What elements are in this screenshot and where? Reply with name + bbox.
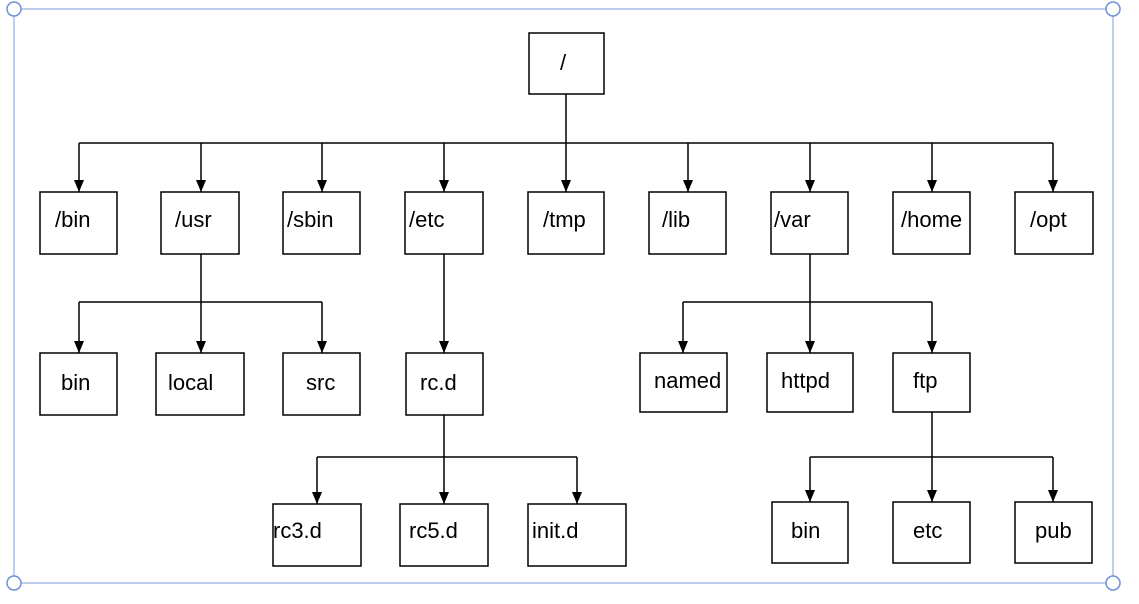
node-label: rc5.d [409, 518, 458, 543]
resize-handle-top-left[interactable] [6, 1, 22, 17]
node-opt[interactable]: /opt [1014, 191, 1094, 255]
node-named[interactable]: named [639, 352, 728, 413]
node-label: rc3.d [273, 518, 322, 543]
node-ftp[interactable]: ftp [892, 352, 971, 413]
selection-frame [13, 8, 1114, 584]
node-root[interactable]: / [528, 32, 605, 95]
node-label: /usr [175, 207, 212, 232]
node-var[interactable]: /var [770, 191, 849, 255]
arrowhead [1048, 180, 1058, 192]
node-ftp-pub[interactable]: pub [1014, 501, 1093, 564]
node-ftp-bin[interactable]: bin [771, 501, 849, 564]
node-label: bin [61, 370, 90, 395]
node-label: /lib [662, 207, 690, 232]
node-label: pub [1035, 518, 1072, 543]
node-label: init.d [532, 518, 578, 543]
arrowhead [927, 490, 937, 502]
arrowhead [1048, 490, 1058, 502]
node-usr-bin[interactable]: bin [39, 352, 118, 416]
arrowhead [74, 180, 84, 192]
arrowhead [439, 492, 449, 504]
node-label: /etc [409, 207, 444, 232]
node-rcd[interactable]: rc.d [405, 352, 484, 416]
arrowhead [572, 492, 582, 504]
node-ftp-etc[interactable]: etc [892, 501, 971, 564]
arrowhead [805, 490, 815, 502]
node-usr-src[interactable]: src [282, 352, 361, 416]
node-label: /home [901, 207, 962, 232]
node-sbin[interactable]: /sbin [282, 191, 361, 255]
node-usr-local[interactable]: local [155, 352, 245, 416]
node-label: /var [774, 207, 811, 232]
arrowhead [439, 341, 449, 353]
node-label: / [560, 50, 567, 75]
node-usr[interactable]: /usr [160, 191, 240, 255]
connectors [74, 94, 1058, 504]
arrowhead [683, 180, 693, 192]
node-lib[interactable]: /lib [648, 191, 727, 255]
arrowhead [317, 180, 327, 192]
node-label: /tmp [543, 207, 586, 232]
node-rc3d[interactable]: rc3.d [272, 503, 362, 567]
node-label: bin [791, 518, 820, 543]
resize-handle-top-right[interactable] [1105, 1, 1121, 17]
node-initd[interactable]: init.d [527, 503, 627, 567]
node-label: ftp [913, 368, 937, 393]
node-bin[interactable]: /bin [39, 191, 118, 255]
resize-handle-bottom-right[interactable] [1105, 575, 1121, 591]
node-home[interactable]: /home [892, 191, 971, 255]
arrowhead [805, 180, 815, 192]
node-label: /sbin [287, 207, 333, 232]
arrowhead [196, 180, 206, 192]
arrowhead [439, 180, 449, 192]
arrowhead [74, 341, 84, 353]
arrowhead [196, 341, 206, 353]
arrowhead [927, 180, 937, 192]
resize-handle-bottom-left[interactable] [6, 575, 22, 591]
node-label: /bin [55, 207, 90, 232]
arrowhead [805, 341, 815, 353]
node-httpd[interactable]: httpd [766, 352, 854, 413]
node-tmp[interactable]: /tmp [527, 191, 605, 255]
node-label: etc [913, 518, 942, 543]
arrowhead [927, 341, 937, 353]
node-label: src [306, 370, 335, 395]
node-label: httpd [781, 368, 830, 393]
node-label: /opt [1030, 207, 1067, 232]
arrowhead [561, 180, 571, 192]
node-etc[interactable]: /etc [404, 191, 484, 255]
node-rc5d[interactable]: rc5.d [399, 503, 489, 567]
node-label: local [168, 370, 213, 395]
arrowhead [317, 341, 327, 353]
arrowhead [678, 341, 688, 353]
node-label: named [654, 368, 721, 393]
node-label: rc.d [420, 370, 457, 395]
arrowhead [312, 492, 322, 504]
